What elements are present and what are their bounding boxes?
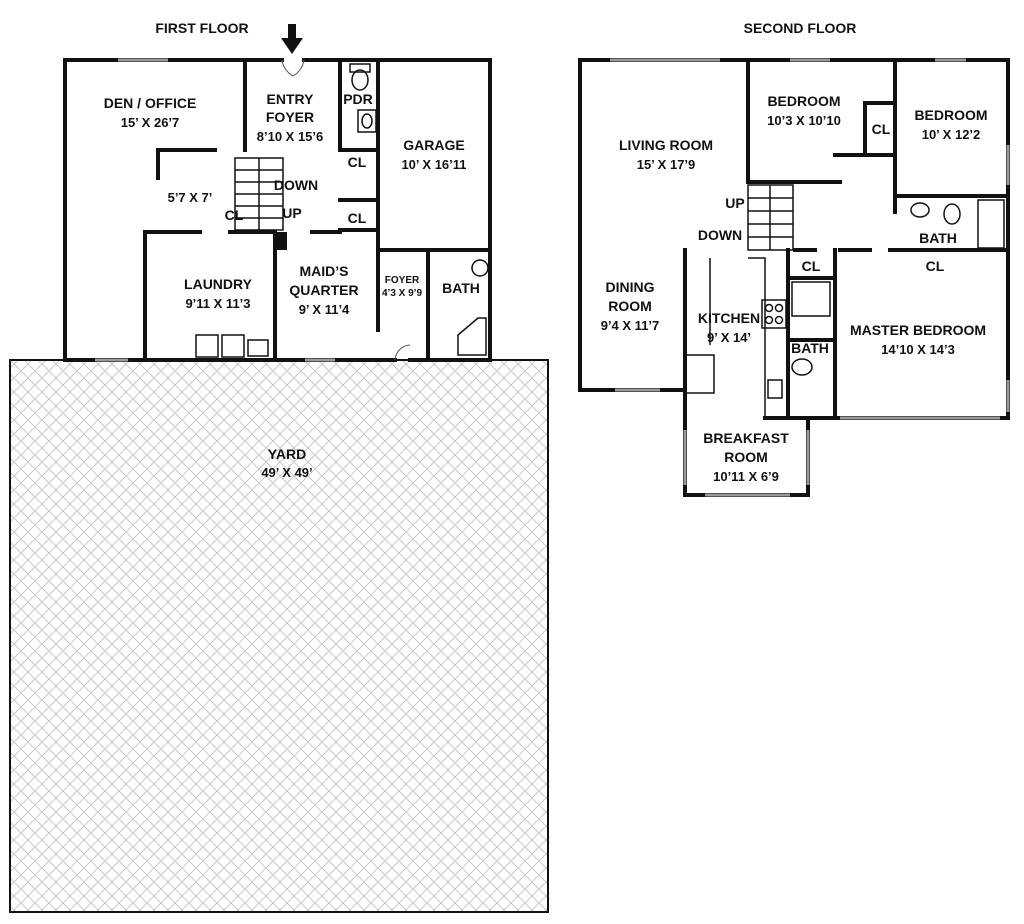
garage-label: GARAGE — [403, 137, 464, 153]
second-floor: LIVING ROOM 15’ X 17’9 BEDROOM 10’3 X 10… — [578, 58, 1010, 497]
closet-upper-label: CL — [348, 154, 367, 170]
entry-dims: 8’10 X 15’6 — [257, 129, 324, 144]
kitchen-dims: 9’ X 14’ — [707, 330, 751, 345]
bedroom1-label: BEDROOM — [767, 93, 840, 109]
lower-bath-fixtures-icon — [767, 281, 831, 399]
dining-dims: 9’4 X 11’7 — [601, 318, 660, 333]
stove-icon — [764, 303, 784, 325]
master-bedroom-dims: 14’10 X 14’3 — [881, 342, 955, 357]
upper-bath-fixtures-icon — [910, 199, 1005, 249]
pdr-label: PDR — [343, 91, 373, 107]
toilet-icon — [349, 63, 371, 91]
second-floor-heading: SECOND FLOOR — [744, 20, 857, 36]
maids-label-2: QUARTER — [289, 282, 358, 298]
stairs-down-label-2: DOWN — [698, 227, 742, 243]
bath-fixtures-icon — [457, 259, 489, 356]
kitchen-label: KITCHEN — [698, 310, 760, 326]
den-dims: 15’ X 26’7 — [121, 115, 180, 130]
washer-dryer-icon — [195, 334, 269, 358]
bedroom2-dims: 10’ X 12’2 — [922, 127, 981, 142]
hall-closet-label: CL — [802, 258, 821, 274]
closet-stairs-label: CL — [225, 207, 244, 223]
yard-dims: 49’ X 49’ — [261, 465, 312, 480]
entry-arrow-icon — [281, 24, 303, 54]
stairs-up-label: UP — [282, 205, 301, 221]
breakfast-label-1: BREAKFAST — [703, 430, 789, 446]
dining-label-1: DINING — [606, 279, 655, 295]
second-floor-stairs — [747, 184, 794, 251]
maids-label-1: MAID’S — [300, 263, 349, 279]
den-label: DEN / OFFICE — [104, 95, 197, 111]
laundry-label: LAUNDRY — [184, 276, 253, 292]
stairs-down-label: DOWN — [274, 177, 318, 193]
garage-dims: 10’ X 16’11 — [401, 157, 466, 172]
upper-bath-label: BATH — [919, 230, 957, 246]
entry-label-1: ENTRY — [267, 91, 315, 107]
living-room-dims: 15’ X 17’9 — [637, 157, 696, 172]
yard-area — [9, 359, 549, 913]
foyer-dims: 4’3 X 9’9 — [382, 288, 422, 299]
kitchen-counters — [685, 257, 787, 418]
stairs-up-label-2: UP — [725, 195, 744, 211]
dining-label-2: ROOM — [608, 298, 652, 314]
closet-small-dims: 5’7 X 7’ — [168, 190, 213, 205]
breakfast-label-2: ROOM — [724, 449, 768, 465]
first-floor-heading: FIRST FLOOR — [155, 20, 248, 36]
yard-label: YARD — [268, 446, 306, 462]
bedroom2-closet-label: CL — [872, 121, 891, 137]
maids-dims: 9’ X 11’4 — [299, 302, 350, 317]
bedroom2-label: BEDROOM — [914, 107, 987, 123]
foyer-label: FOYER — [385, 275, 420, 286]
master-closet-label: CL — [926, 258, 945, 274]
bedroom1-dims: 10’3 X 10’10 — [767, 113, 841, 128]
breakfast-dims: 10’11 X 6’9 — [713, 469, 779, 484]
bath-label: BATH — [442, 280, 480, 296]
lower-bath-label: BATH — [791, 340, 829, 356]
first-floor-stairs — [234, 157, 284, 231]
closet-lower-label: CL — [348, 210, 367, 226]
laundry-dims: 9’11 X 11’3 — [185, 296, 250, 311]
master-bedroom-label: MASTER BEDROOM — [850, 322, 986, 338]
sink-icon — [357, 109, 377, 133]
living-room-label: LIVING ROOM — [619, 137, 713, 153]
first-floor: DEN / OFFICE 15’ X 26’7 ENTRY FOYER 8’10… — [9, 58, 549, 913]
entry-label-2: FOYER — [266, 109, 314, 125]
